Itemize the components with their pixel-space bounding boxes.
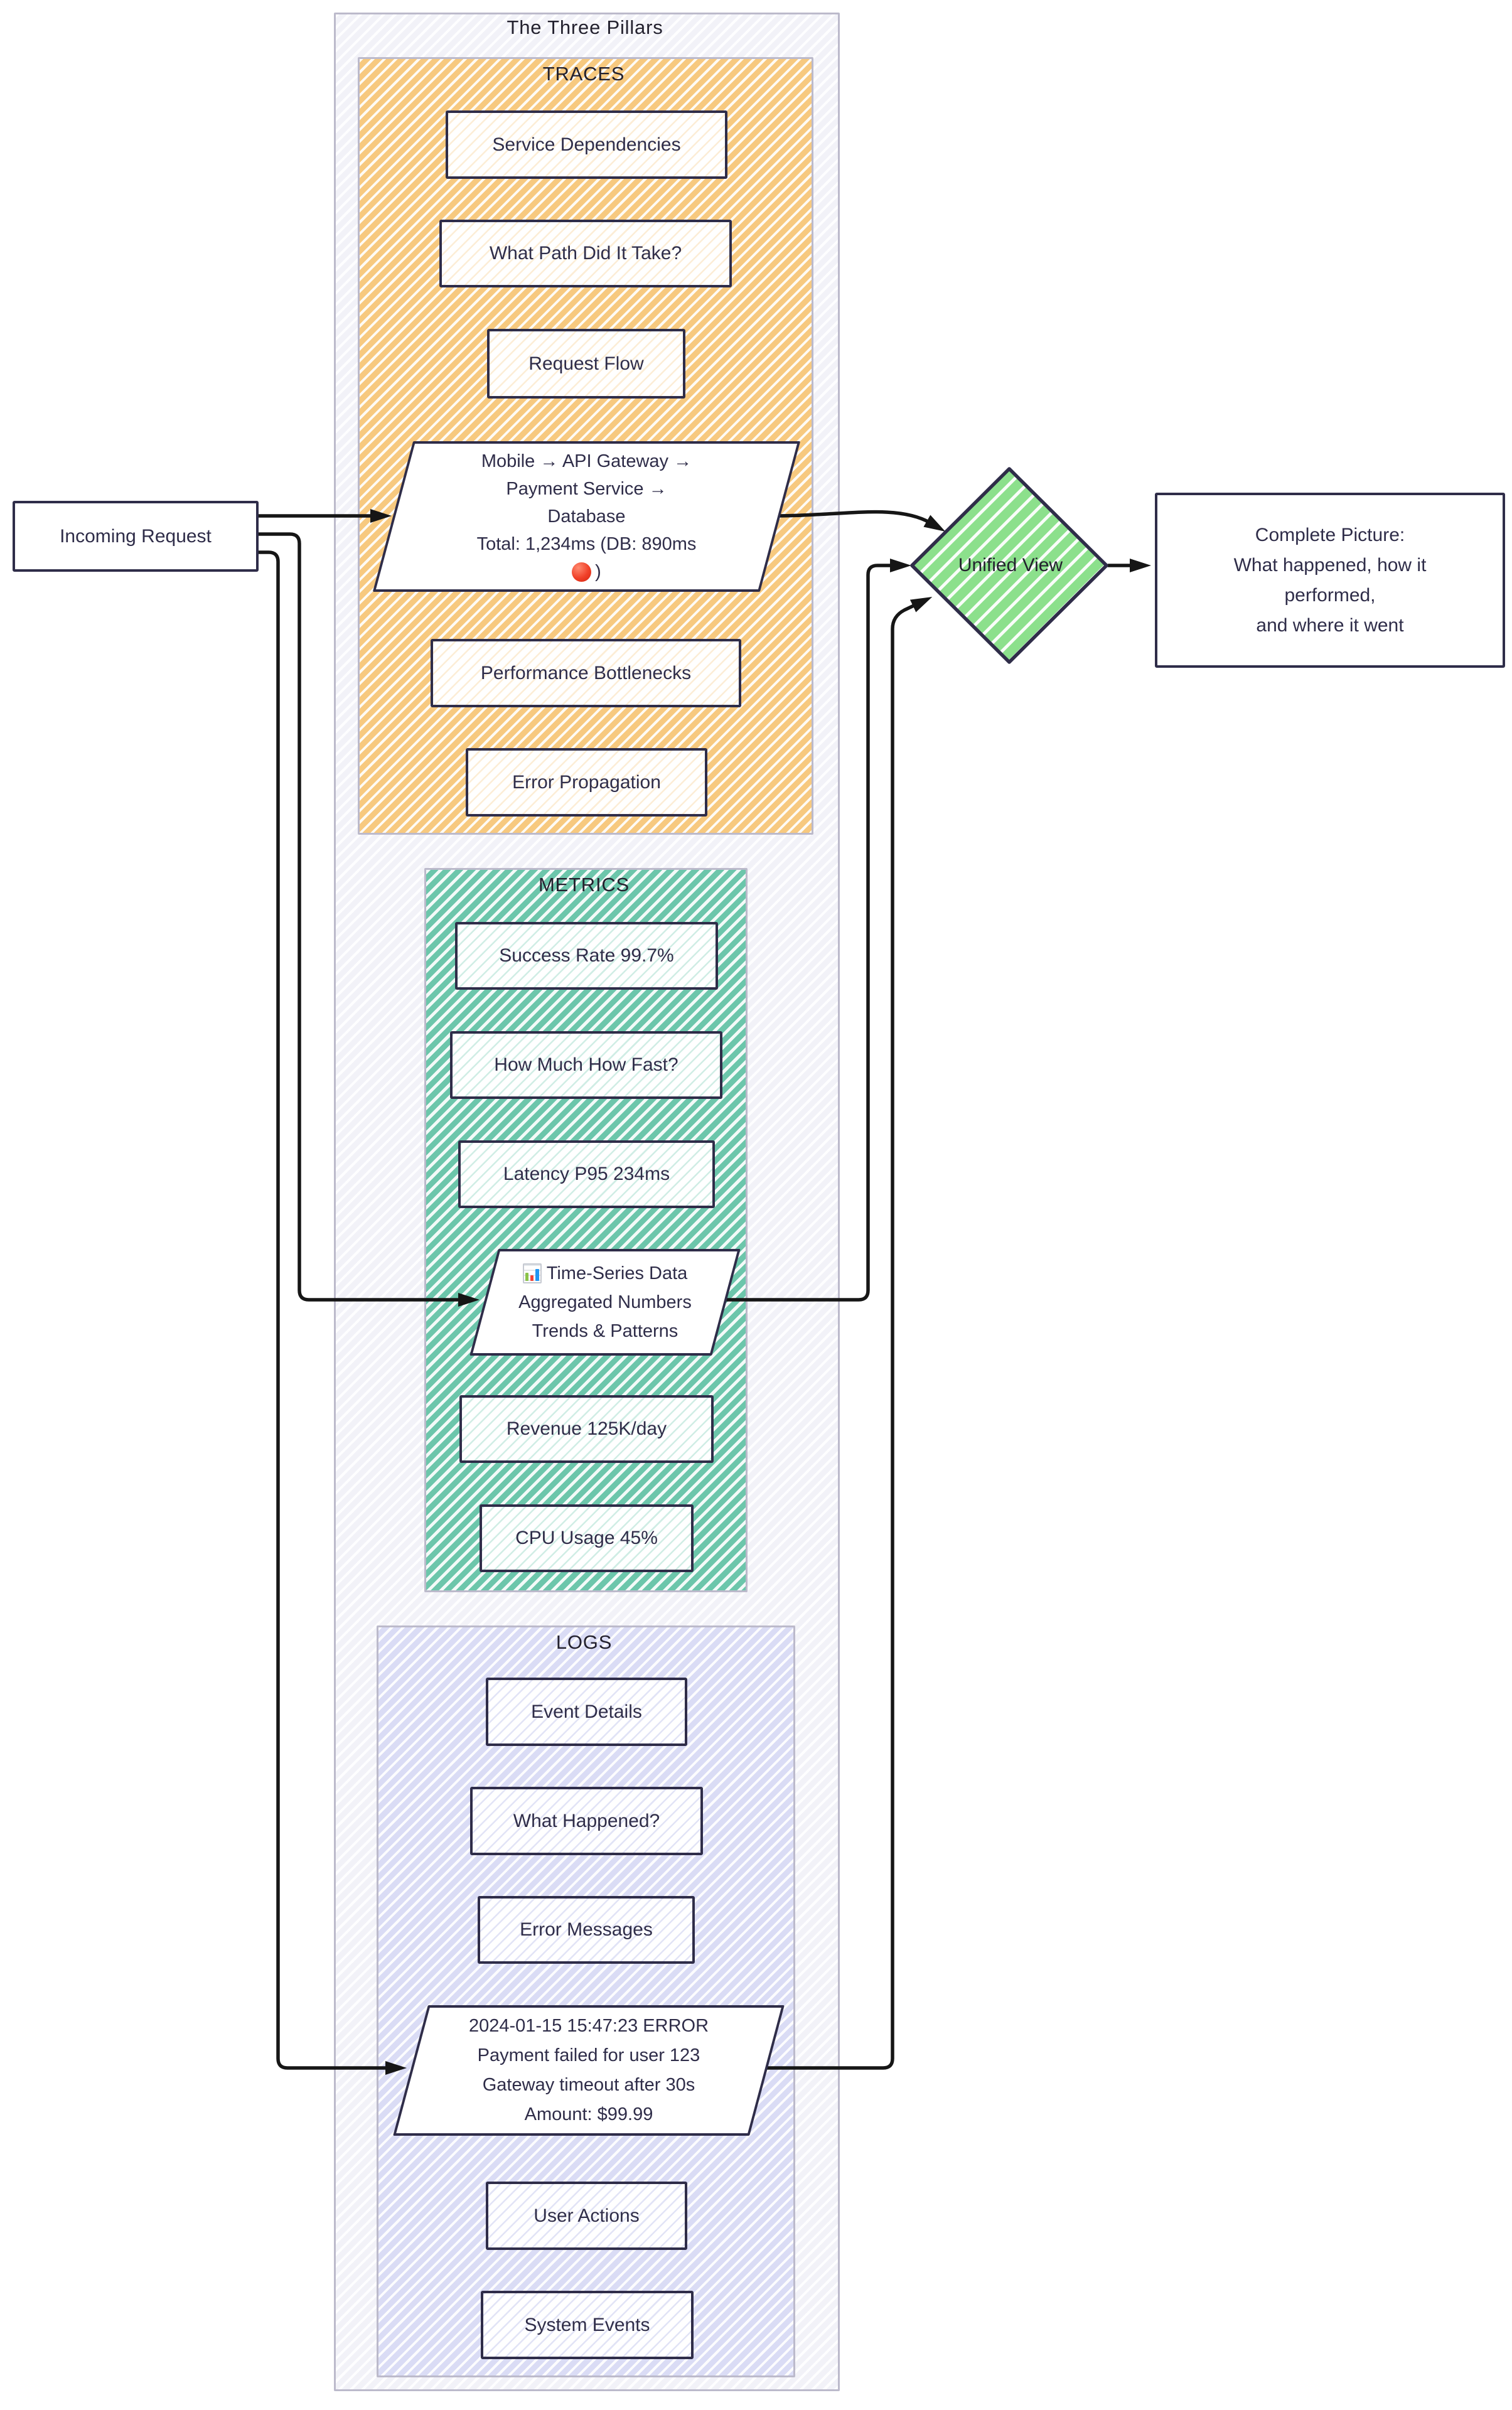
trace-example-line: Mobile → API Gateway → bbox=[481, 451, 692, 471]
log-example-line: Amount: $99.99 bbox=[524, 2104, 653, 2124]
node-system-events: System Events bbox=[481, 2291, 694, 2359]
trace-example-line: Database bbox=[547, 506, 626, 527]
node-revenue: Revenue 125K/day bbox=[459, 1395, 714, 1463]
bar-chart-icon bbox=[522, 1263, 542, 1283]
complete-picture-line: performed, bbox=[1284, 584, 1376, 606]
section-logs bbox=[377, 1625, 795, 2377]
section-traces-label: TRACES bbox=[542, 63, 625, 85]
node-what-path-did-it-take: What Path Did It Take? bbox=[439, 220, 732, 287]
red-circle-icon bbox=[572, 562, 592, 582]
trace-example-line: ) bbox=[572, 558, 601, 586]
section-logs-label: LOGS bbox=[555, 1631, 613, 1653]
metrics-example-line: Trends & Patterns bbox=[532, 1321, 678, 1341]
diagram-title: The Three Pillars bbox=[507, 16, 663, 38]
complete-picture-line: Complete Picture: bbox=[1255, 524, 1405, 545]
node-latency-p95: Latency P95 234ms bbox=[458, 1140, 715, 1208]
node-complete-picture: Complete Picture: What happened, how it … bbox=[1155, 493, 1505, 668]
trace-example-close: ) bbox=[595, 562, 601, 582]
node-user-actions: User Actions bbox=[486, 2182, 687, 2250]
unified-view-label: Unified View bbox=[958, 555, 1063, 576]
node-request-flow: Request Flow bbox=[487, 329, 685, 399]
complete-picture-line: What happened, how it bbox=[1233, 554, 1427, 576]
node-log-example: 2024-01-15 15:47:23 ERROR Payment failed… bbox=[393, 2005, 785, 2136]
log-example-line: 2024-01-15 15:47:23 ERROR bbox=[468, 2016, 709, 2036]
node-trace-example: Mobile → API Gateway → Payment Service →… bbox=[372, 441, 801, 592]
complete-picture-line: and where it went bbox=[1256, 614, 1404, 636]
node-service-dependencies: Service Dependencies bbox=[446, 110, 727, 179]
node-performance-bottlenecks: Performance Bottlenecks bbox=[431, 639, 741, 707]
metrics-example-line: Time-Series Data bbox=[522, 1259, 687, 1288]
node-error-propagation: Error Propagation bbox=[466, 748, 707, 817]
trace-example-line: Payment Service → bbox=[506, 479, 667, 499]
node-how-much-how-fast: How Much How Fast? bbox=[450, 1031, 722, 1099]
node-incoming-request: Incoming Request bbox=[13, 501, 259, 572]
log-example-line: Payment failed for user 123 bbox=[477, 2045, 700, 2065]
section-metrics-label: METRICS bbox=[538, 874, 630, 896]
node-what-happened: What Happened? bbox=[470, 1787, 703, 1855]
node-event-details: Event Details bbox=[486, 1678, 687, 1746]
node-cpu-usage: CPU Usage 45% bbox=[480, 1504, 694, 1572]
node-success-rate: Success Rate 99.7% bbox=[455, 922, 718, 990]
node-error-messages: Error Messages bbox=[478, 1896, 695, 1964]
trace-example-line: Total: 1,234ms (DB: 890ms bbox=[476, 534, 697, 554]
node-metrics-example: Time-Series Data Aggregated Numbers Tren… bbox=[469, 1249, 741, 1356]
log-example-line: Gateway timeout after 30s bbox=[482, 2075, 695, 2095]
metrics-example-line: Aggregated Numbers bbox=[518, 1292, 692, 1312]
